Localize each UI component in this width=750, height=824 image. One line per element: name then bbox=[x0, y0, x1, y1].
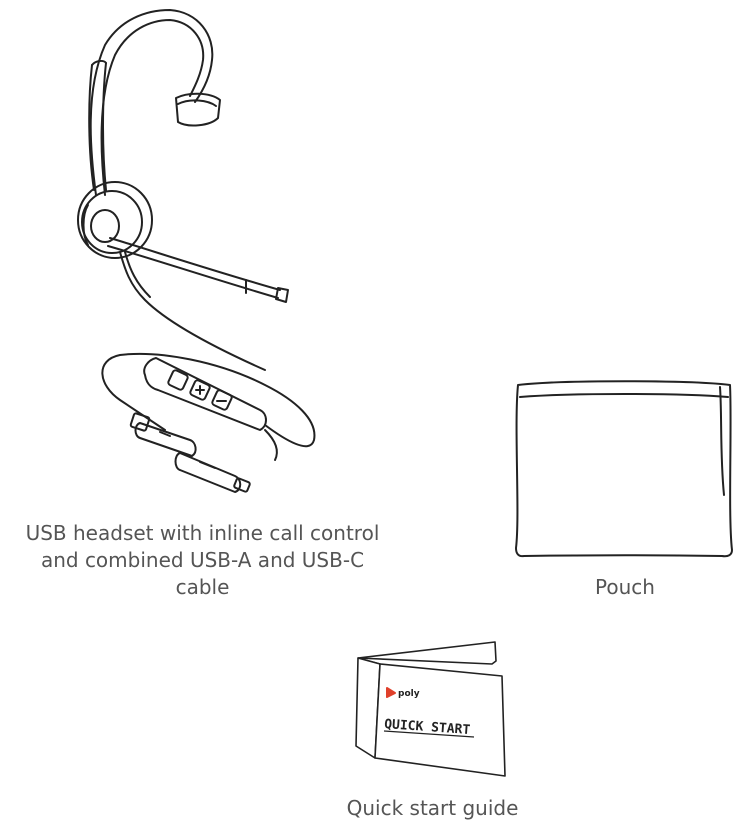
headset-icon bbox=[70, 0, 340, 505]
headset-caption: USB headset with inline call control and… bbox=[25, 521, 380, 599]
pouch-icon bbox=[510, 375, 740, 565]
quick-start-guide-icon: poly QUICK START bbox=[350, 636, 515, 784]
guide-brand-text: poly bbox=[398, 689, 420, 699]
guide-caption: Quick start guide bbox=[346, 796, 519, 820]
pouch-caption: Pouch bbox=[595, 575, 655, 599]
